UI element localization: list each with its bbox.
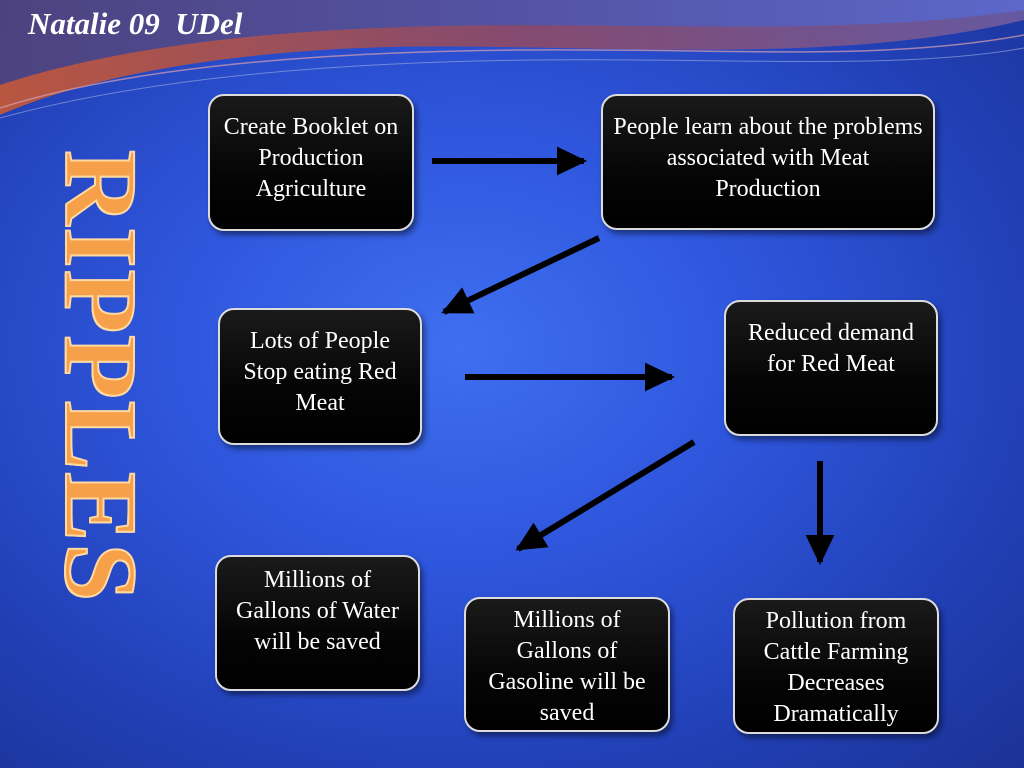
node-reduced-demand-text: Reduced demand for Red Meat: [748, 320, 914, 377]
node-people-learn-text: People learn about the problems associat…: [613, 114, 923, 202]
node-water-saved-text: Millions of Gallons of Water will be sav…: [236, 567, 399, 655]
author-label: Natalie 09 UDel: [28, 6, 243, 41]
node-reduced-demand: Reduced demand for Red Meat: [724, 300, 938, 436]
node-gasoline-saved: Millions of Gallons of Gasoline will be …: [464, 597, 670, 732]
node-people-learn: People learn about the problems associat…: [601, 94, 935, 230]
arrow-reduced-demand-to-gasoline: [515, 439, 696, 552]
node-gasoline-saved-text: Millions of Gallons of Gasoline will be …: [488, 607, 646, 726]
arrow-learn-to-stop-eating: [441, 235, 601, 315]
node-water-saved: Millions of Gallons of Water will be sav…: [215, 555, 420, 691]
node-create-booklet-text: Create Booklet on Production Agriculture: [223, 114, 399, 202]
node-stop-eating-red-meat-text: Lots of People Stop eating Red Meat: [243, 328, 397, 416]
node-pollution-decreases: Pollution from Cattle Farming Decreases …: [733, 598, 939, 734]
node-create-booklet: Create Booklet on Production Agriculture: [208, 94, 414, 231]
node-stop-eating-red-meat: Lots of People Stop eating Red Meat: [218, 308, 422, 445]
node-pollution-decreases-text: Pollution from Cattle Farming Decreases …: [763, 608, 909, 727]
